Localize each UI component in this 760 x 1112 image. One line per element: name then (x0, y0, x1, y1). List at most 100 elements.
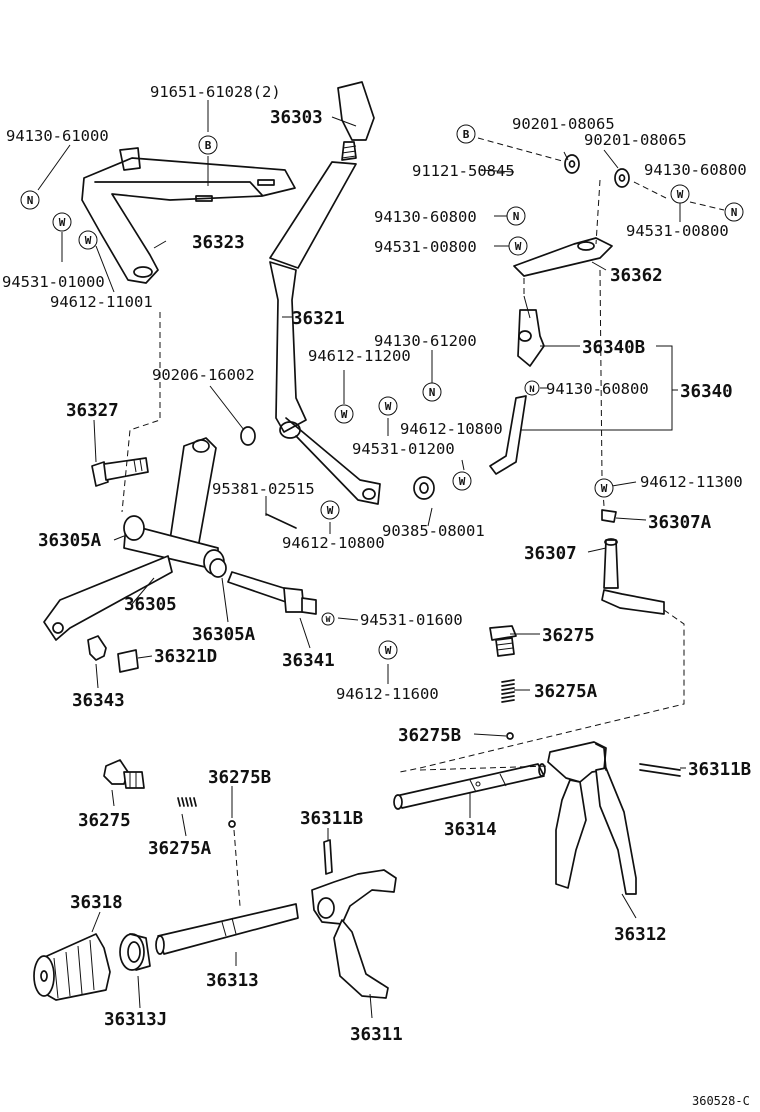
label-36312: 36312 (614, 925, 667, 945)
label-91651-61028: 91651-61028(2) (150, 83, 281, 101)
label-36343: 36343 (72, 691, 125, 711)
label-94130-60800: 94130-60800 (546, 380, 649, 398)
W-symbol: W (508, 236, 528, 256)
pin-36311B-left (323, 839, 333, 875)
ball-36275B-left (228, 820, 236, 828)
plug-36275-right (489, 625, 517, 657)
label-36303: 36303 (270, 108, 323, 128)
W-symbol: W (378, 640, 398, 660)
ball-36275B-right (506, 732, 514, 740)
label-36340B: 36340B (582, 338, 645, 358)
svg-text:W: W (327, 504, 334, 517)
plug-36275-left (103, 759, 145, 789)
label-36305A: 36305A (192, 625, 256, 645)
label-36305: 36305 (124, 595, 177, 615)
N-symbol: N (524, 380, 540, 396)
label-36275B: 36275B (398, 726, 461, 746)
link-36340 (489, 395, 527, 475)
label-94531-01600: 94531-01600 (360, 611, 463, 629)
label-94531-01000: 94531-01000 (2, 273, 105, 291)
label-94130-61200: 94130-61200 (374, 332, 477, 350)
label-36311B: 36311B (300, 809, 363, 829)
label-94612-10800: 94612-10800 (400, 420, 503, 438)
fork-36312 (547, 741, 637, 895)
N-symbol: N (724, 202, 744, 222)
svg-text:W: W (85, 234, 92, 247)
small-parts-left (87, 426, 435, 673)
spring-36275A-left (177, 797, 197, 807)
label-94130-60800: 94130-60800 (374, 208, 477, 226)
N-symbol: N (506, 206, 526, 226)
label-95381-02515: 95381-02515 (212, 480, 315, 498)
label-94612-11600: 94612-11600 (336, 685, 439, 703)
label-36314: 36314 (444, 820, 497, 840)
fork-36311 (311, 869, 397, 999)
svg-text:W: W (385, 400, 392, 413)
W-symbol: W (452, 471, 472, 491)
label-36275B: 36275B (208, 768, 271, 788)
svg-text:W: W (601, 482, 608, 495)
leader-lines (37, 100, 725, 1019)
svg-text:W: W (459, 475, 466, 488)
svg-text:N: N (731, 206, 738, 219)
label-36307A: 36307A (648, 513, 712, 533)
label-36275A: 36275A (148, 839, 212, 859)
label-90201-08065: 90201-08065 (512, 115, 615, 133)
label-90206-16002: 90206-16002 (152, 366, 255, 384)
seal-36313J (119, 933, 151, 971)
B-symbol: B (456, 124, 476, 144)
label-36321: 36321 (292, 309, 345, 329)
N-symbol: N (20, 190, 40, 210)
shaft-36314 (393, 763, 546, 810)
label-94531-00800: 94531-00800 (626, 222, 729, 240)
W-symbol: W (670, 184, 690, 204)
svg-text:W: W (515, 240, 522, 253)
svg-text:W: W (326, 615, 331, 624)
spring-36275A-right (501, 679, 515, 703)
label-36305A: 36305A (38, 531, 102, 551)
shift-arm-36362 (513, 237, 613, 277)
svg-text:N: N (513, 210, 520, 223)
label-94531-00800: 94531-00800 (374, 238, 477, 256)
N-symbol: N (422, 382, 442, 402)
label-94130-60800: 94130-60800 (644, 161, 747, 179)
label-94612-10800: 94612-10800 (282, 534, 385, 552)
shift-lever-36307 (601, 509, 665, 615)
label-36362: 36362 (610, 266, 663, 286)
label-36307: 36307 (524, 544, 577, 564)
svg-text:B: B (205, 139, 212, 152)
label-94612-11300: 94612-11300 (640, 473, 743, 491)
link-36340B (517, 295, 545, 367)
W-symbol: W (321, 612, 335, 626)
symbols: B N W W W N W W (20, 124, 744, 660)
label-36341: 36341 (282, 651, 335, 671)
W-symbol: W (594, 478, 614, 498)
svg-text:W: W (677, 188, 684, 201)
B-symbol: B (198, 135, 218, 155)
label-36275A: 36275A (534, 682, 598, 702)
svg-text:N: N (429, 386, 436, 399)
label-94130-61000: 94130-61000 (6, 127, 109, 145)
svg-text:N: N (27, 194, 34, 207)
svg-text:W: W (385, 644, 392, 657)
label-94612-11200: 94612-11200 (308, 347, 411, 365)
label-90201-08065: 90201-08065 (584, 131, 687, 149)
boot-36318 (33, 933, 111, 1001)
svg-text:W: W (341, 408, 348, 421)
svg-text:W: W (59, 216, 66, 229)
label-94612-11001: 94612-11001 (50, 293, 153, 311)
label-91121-50845: 91121-50845 (412, 162, 515, 180)
W-symbol: W (334, 404, 354, 424)
label-36340: 36340 (680, 382, 733, 402)
label-94531-01200: 94531-01200 (352, 440, 455, 458)
W-symbol: W (52, 212, 72, 232)
washers-right (564, 154, 630, 188)
label-36321D: 36321D (154, 647, 217, 667)
W-symbol: W (320, 500, 340, 520)
W-symbol: W (78, 230, 98, 250)
shift-housing-36305 (43, 437, 227, 641)
label-36275: 36275 (542, 626, 595, 646)
bolt-36327 (91, 457, 149, 487)
shift-lever-36321 (269, 81, 381, 505)
label-36311: 36311 (350, 1025, 403, 1045)
